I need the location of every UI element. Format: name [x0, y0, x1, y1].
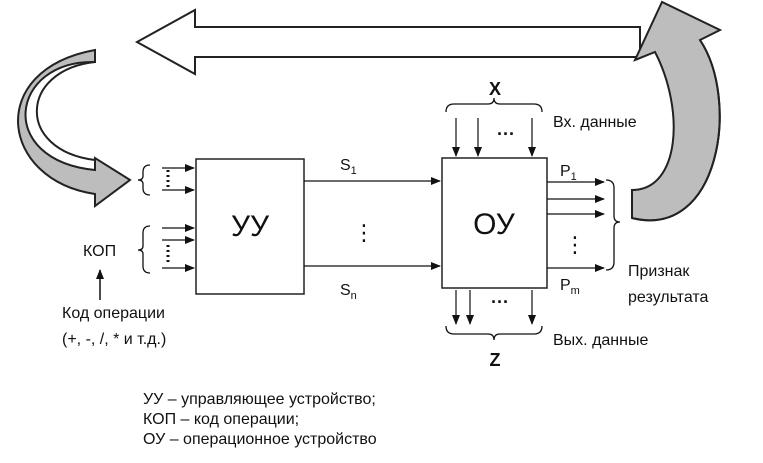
- cu-inputs-upper: [137, 164, 195, 196]
- control-unit-label: УУ: [231, 210, 270, 243]
- result-flag-label-line1: Признак: [628, 263, 690, 280]
- x-label: X: [489, 79, 501, 99]
- output-data-label: Вых. данные: [553, 332, 648, 349]
- flag-pm-label: Pm: [560, 277, 580, 297]
- z-label: Z: [490, 350, 501, 370]
- feedback-arrow-top: [134, 8, 641, 76]
- curved-arrow-left: [17, 48, 132, 208]
- cu-inputs-kop: КОП: [83, 224, 195, 300]
- signal-s1-label: S1: [340, 157, 357, 177]
- legend: УУ – управляющее устройство; КОП – код о…: [143, 390, 377, 450]
- output-dots: ···: [491, 292, 509, 312]
- curved-arrow-right: [631, 0, 723, 222]
- input-data-label: Вх. данные: [553, 114, 637, 131]
- signal-dots: ⋮: [353, 220, 375, 245]
- operational-unit-label: ОУ: [473, 208, 516, 241]
- output-data-group: ··· Z Вых. данные: [445, 290, 648, 370]
- op-code-label-line2: (+, -, /, * и т.д.): [62, 331, 166, 348]
- legend-item: ОУ – операционное устройство: [143, 431, 377, 448]
- control-signals: S1 Sn ⋮: [304, 157, 441, 302]
- kop-label: КОП: [83, 243, 116, 260]
- result-flags-group: ⋮ P1 Pm Признак результата: [547, 163, 709, 306]
- flag-dots: ⋮: [564, 232, 586, 257]
- input-data-group: X ··· Вх. данные: [445, 79, 637, 157]
- legend-item: КОП – код операции;: [143, 411, 300, 428]
- flag-p1-label: P1: [560, 163, 577, 183]
- operational-unit-block: ОУ: [441, 157, 548, 289]
- control-unit-block: УУ: [195, 158, 305, 295]
- input-dots: ···: [497, 124, 515, 144]
- signal-sn-label: Sn: [340, 282, 357, 302]
- op-code-label-line1: Код операции: [62, 305, 165, 322]
- legend-item: УУ – управляющее устройство;: [143, 391, 376, 408]
- result-flag-label-line2: результата: [628, 289, 709, 306]
